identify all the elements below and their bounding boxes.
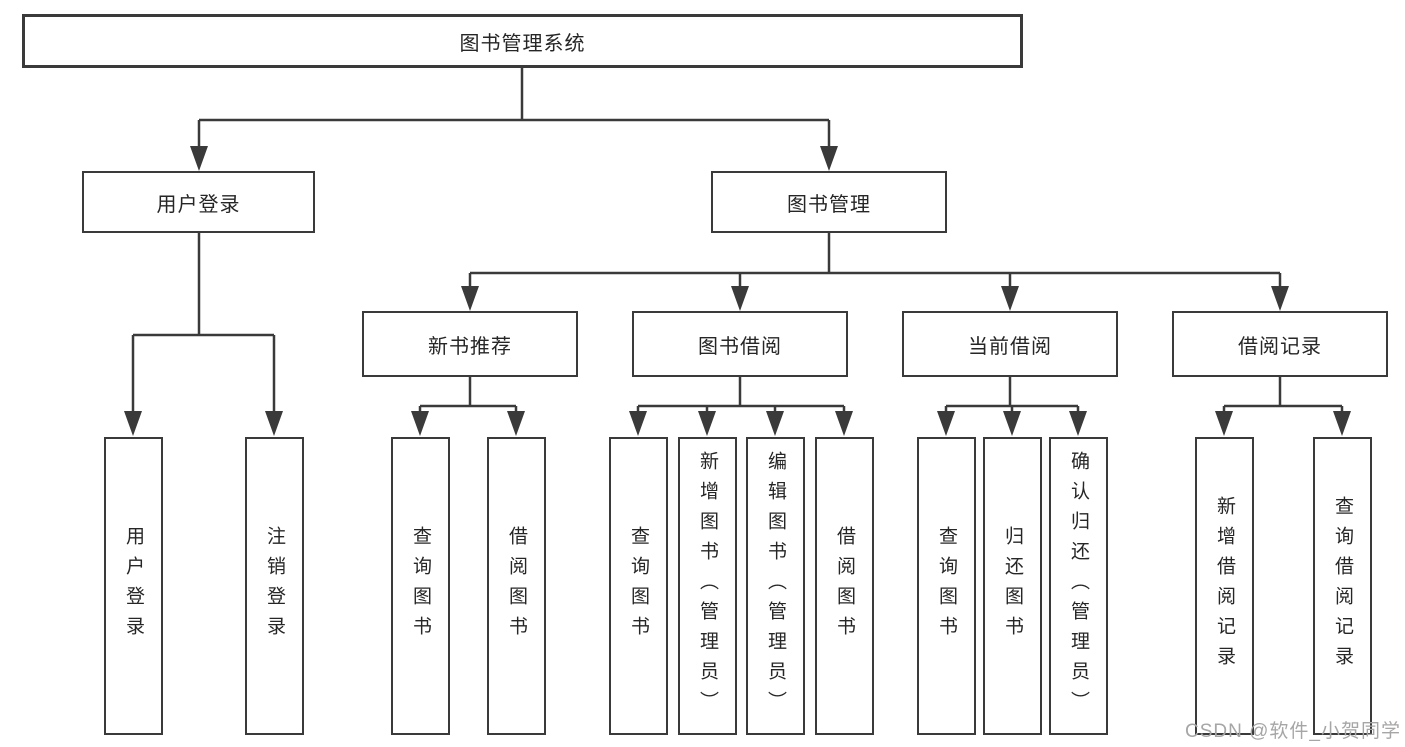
node-borrow-records-label: 借阅记录 xyxy=(1238,335,1322,358)
leaf-add-borrow-record: 新增借阅记录 xyxy=(1195,437,1254,735)
connector-bookmgmt-to-level3 xyxy=(461,233,1289,311)
connector-records-to-leaves xyxy=(1215,377,1351,436)
node-book-borrow: 图书借阅 xyxy=(632,311,848,377)
leaf-query-borrow-record-label: 查询借阅记录 xyxy=(1332,496,1353,676)
node-book-management: 图书管理 xyxy=(711,171,947,233)
csdn-watermark: CSDN @软件_小贺同学 xyxy=(1185,721,1401,742)
leaf-edit-books-admin: 编辑图书（管理员） xyxy=(746,437,805,735)
leaf-confirm-return-admin-label: 确认归还（管理员） xyxy=(1068,451,1089,721)
leaf-return-books: 归还图书 xyxy=(983,437,1042,735)
leaf-add-borrow-record-label: 新增借阅记录 xyxy=(1214,496,1235,676)
node-library-system-label: 图书管理系统 xyxy=(459,32,586,55)
leaf-query-books-1-label: 查询图书 xyxy=(410,526,431,646)
leaf-logout-label: 注销登录 xyxy=(264,526,285,646)
node-user-login-label: 用户登录 xyxy=(156,193,241,216)
leaf-query-books-1: 查询图书 xyxy=(391,437,450,735)
leaf-confirm-return-admin: 确认归还（管理员） xyxy=(1049,437,1108,735)
leaf-query-books-3: 查询图书 xyxy=(917,437,976,735)
node-borrow-records: 借阅记录 xyxy=(1172,311,1388,377)
leaf-user-login-label: 用户登录 xyxy=(123,526,144,646)
leaf-borrow-books-1: 借阅图书 xyxy=(487,437,546,735)
leaf-edit-books-admin-label: 编辑图书（管理员） xyxy=(765,451,786,721)
leaf-borrow-books-2-label: 借阅图书 xyxy=(834,526,855,646)
leaf-query-books-2: 查询图书 xyxy=(609,437,668,735)
connector-root-to-level2 xyxy=(190,66,838,171)
leaf-return-books-label: 归还图书 xyxy=(1002,526,1023,646)
connector-newbook-to-leaves xyxy=(411,377,525,436)
leaf-query-books-2-label: 查询图书 xyxy=(628,526,649,646)
node-new-book-recommend-label: 新书推荐 xyxy=(428,335,512,358)
leaf-add-books-admin-label: 新增图书（管理员） xyxy=(697,451,718,721)
leaf-query-books-3-label: 查询图书 xyxy=(936,526,957,646)
connector-bookborrow-to-leaves xyxy=(629,377,853,436)
leaf-query-borrow-record: 查询借阅记录 xyxy=(1313,437,1372,735)
node-current-borrow: 当前借阅 xyxy=(902,311,1118,377)
node-new-book-recommend: 新书推荐 xyxy=(362,311,578,377)
node-user-login: 用户登录 xyxy=(82,171,315,233)
node-current-borrow-label: 当前借阅 xyxy=(968,335,1052,358)
node-book-borrow-label: 图书借阅 xyxy=(698,335,782,358)
connector-userlogin-to-leaves xyxy=(124,233,283,436)
leaf-add-books-admin: 新增图书（管理员） xyxy=(678,437,737,735)
leaf-user-login: 用户登录 xyxy=(104,437,163,735)
leaf-logout: 注销登录 xyxy=(245,437,304,735)
leaf-borrow-books-2: 借阅图书 xyxy=(815,437,874,735)
connector-currentborrow-to-leaves xyxy=(937,377,1087,436)
leaf-borrow-books-1-label: 借阅图书 xyxy=(506,526,527,646)
node-book-management-label: 图书管理 xyxy=(787,193,871,216)
node-library-system: 图书管理系统 xyxy=(22,14,1023,68)
